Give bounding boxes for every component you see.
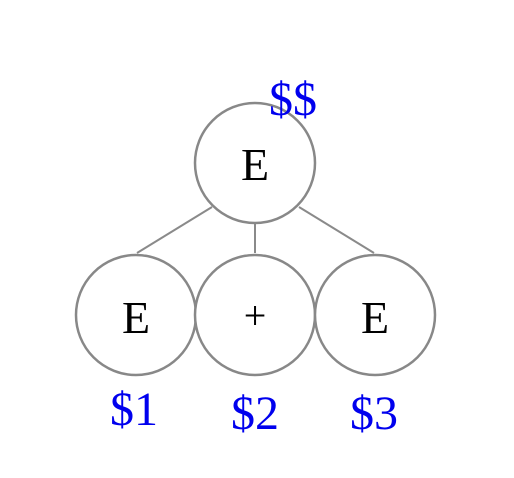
edge-root-to-child-1 xyxy=(136,206,213,254)
child-node-1: E $1 xyxy=(74,253,198,436)
edge-root-to-child-3 xyxy=(298,206,375,254)
child-node-1-annotation: $1 xyxy=(110,383,158,436)
child-node-2: + $2 xyxy=(193,253,317,440)
root-annotation: $$ xyxy=(269,73,317,126)
child-node-2-label: + xyxy=(244,293,267,338)
child-node-3-circle xyxy=(313,253,437,377)
root-node-label: E xyxy=(241,139,269,190)
child-node-3-label: E xyxy=(361,292,389,343)
root-node-circle xyxy=(193,101,317,225)
root-node: E $$ xyxy=(193,73,317,225)
tree-edges xyxy=(136,206,375,254)
child-node-1-label: E xyxy=(122,292,150,343)
child-node-3-annotation: $3 xyxy=(350,387,398,440)
child-node-2-annotation: $2 xyxy=(231,387,279,440)
child-node-3: E $3 xyxy=(313,253,437,440)
